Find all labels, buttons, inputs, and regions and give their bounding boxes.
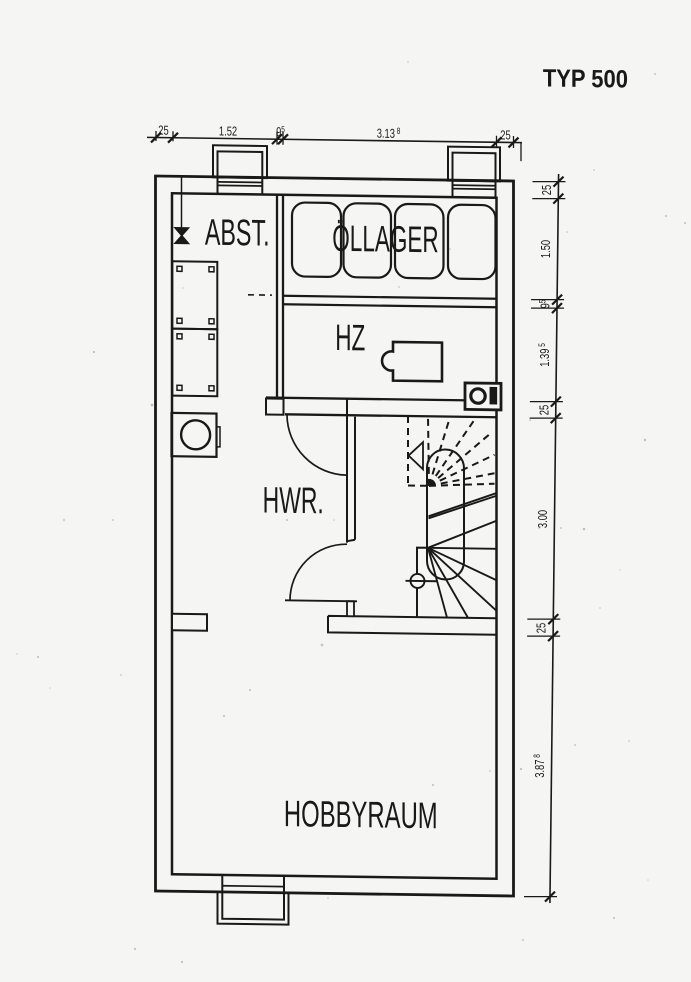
svg-text:HWR.: HWR. [263, 479, 324, 522]
svg-text:ABST.: ABST. [205, 211, 270, 254]
svg-text:ÖLLAGER: ÖLLAGER [332, 218, 438, 261]
svg-text:1.52: 1.52 [219, 125, 237, 139]
svg-text:25: 25 [158, 124, 168, 138]
svg-text:TYP 500: TYP 500 [543, 64, 628, 93]
svg-text:25: 25 [541, 185, 555, 195]
svg-text:25: 25 [500, 129, 510, 143]
svg-text:HOBBYRAUM: HOBBYRAUM [284, 793, 438, 837]
svg-text:25: 25 [538, 405, 552, 415]
svg-text:HZ: HZ [335, 317, 365, 358]
svg-text:1.50: 1.50 [540, 240, 554, 258]
svg-text:25: 25 [535, 623, 549, 633]
svg-text:3.00: 3.00 [537, 510, 551, 528]
